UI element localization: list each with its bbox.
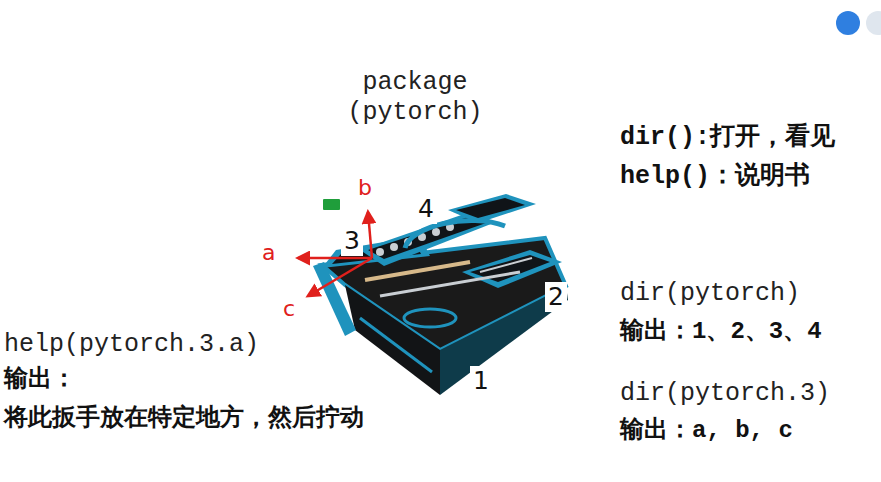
code-text: dir(pytorch) [620,279,800,309]
code-text: dir(pytorch.3) [620,379,830,409]
toolbox [313,194,568,395]
part-letter: c [283,296,295,322]
green-tag [323,199,340,210]
output-text: 将此扳手放在特定地方，然后拧动 [4,403,364,432]
part-letter: a [262,240,275,266]
diagram-title: package (pytorch) [345,68,485,128]
callout-number: 4 [415,194,437,224]
function-note: help()：说明书 [620,162,810,192]
avatar-icon [836,11,860,35]
output-text: 输出：a, b, c [620,417,793,446]
callout-number: 1 [470,366,492,396]
output-text: 输出： [4,366,76,395]
function-note: dir():打开，看见 [620,123,835,153]
output-text: 输出：1、2、3、4 [620,318,822,347]
part-letter: b [358,175,372,201]
callout-number: 3 [341,226,363,256]
callout-number: 2 [545,282,567,312]
code-text: help(pytorch.3.a) [4,330,259,360]
leader-arrows [298,212,372,296]
avatar-icon [866,11,881,35]
